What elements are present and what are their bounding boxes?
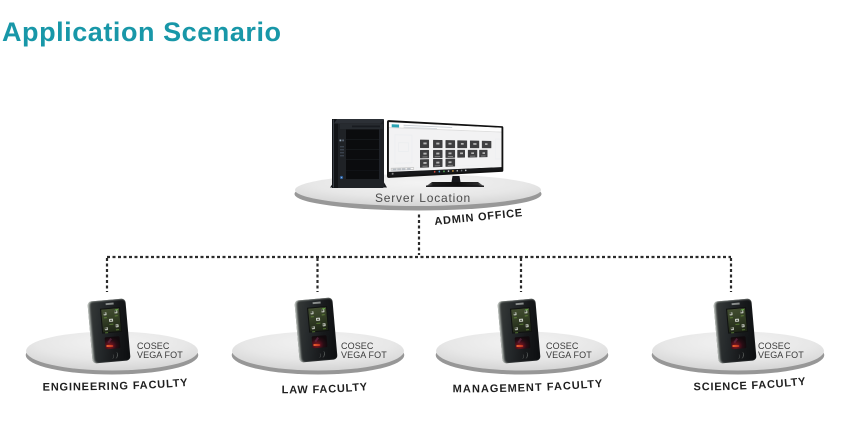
svg-text:SCIENCE FACULTY: SCIENCE FACULTY xyxy=(694,376,807,394)
svg-text:LAW FACULTY: LAW FACULTY xyxy=(282,381,369,396)
svg-text:ENGINEERING FACULTY: ENGINEERING FACULTY xyxy=(43,377,189,394)
svg-text:MANAGEMENT FACULTY: MANAGEMENT FACULTY xyxy=(453,378,604,396)
